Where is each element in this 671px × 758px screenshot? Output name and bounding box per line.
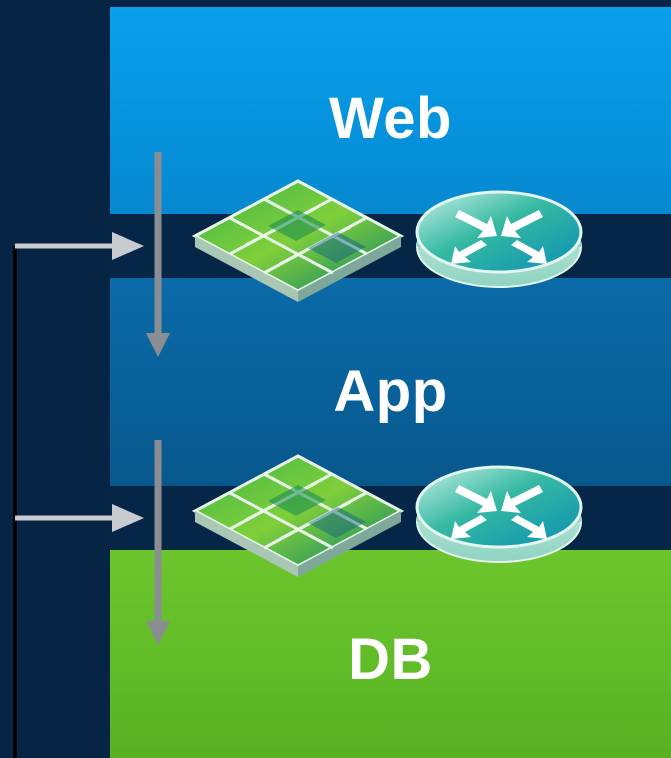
web-tier-label: Web	[329, 86, 452, 151]
db-tier: DB	[110, 550, 671, 758]
app-tier: App	[110, 278, 671, 486]
app-db-boundary	[110, 486, 671, 550]
db-tier-label: DB	[348, 627, 433, 692]
web-app-boundary	[110, 214, 671, 278]
app-tier-label: App	[333, 359, 448, 424]
web-tier: Web	[110, 7, 671, 214]
